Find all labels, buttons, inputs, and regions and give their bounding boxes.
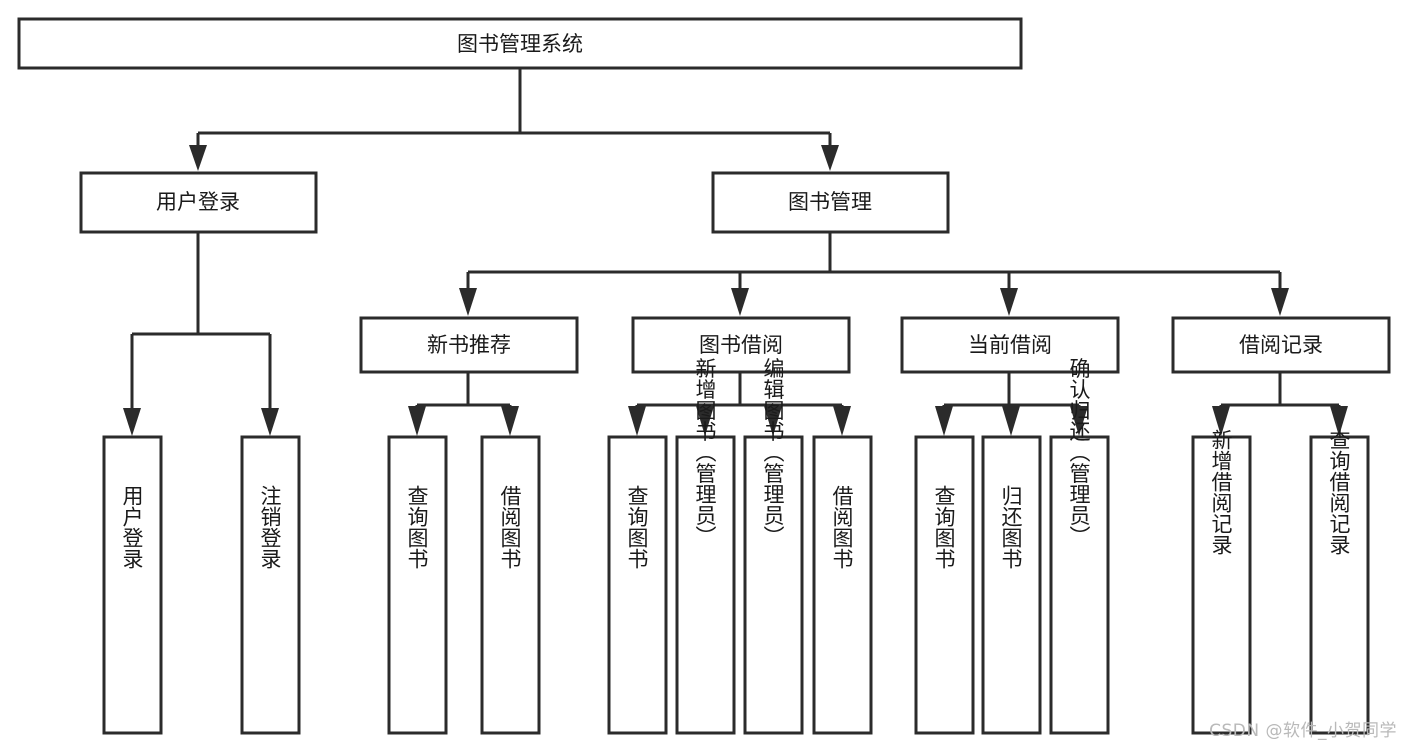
- node-leaf-query-book-2[interactable]: 查询图书: [607, 435, 668, 735]
- node-leaf-add-book[interactable]: 新增图书（管理员）: [675, 358, 736, 735]
- node-leaf-borrow-book-2[interactable]: 借阅图书: [812, 435, 873, 735]
- arrowhead-leaf-query-record: [1330, 406, 1348, 436]
- node-leaf-query-book-1[interactable]: 查询图书: [387, 435, 448, 735]
- arrowhead-leaf-confirm-return: [1070, 406, 1088, 436]
- arrowhead-book-manage: [821, 145, 839, 171]
- csdn-watermark: CSDN @软件_小贺同学: [1209, 721, 1397, 741]
- node-book-borrow-label: 图书借阅: [699, 333, 783, 357]
- node-leaf-borrow-book-2-label: 借阅图书: [830, 485, 854, 569]
- node-root[interactable]: 图书管理系统: [17, 17, 1023, 70]
- node-leaf-user-login-label: 用户登录: [120, 485, 144, 569]
- node-leaf-return-book-box[interactable]: [981, 435, 1042, 735]
- node-book-manage-box[interactable]: [711, 171, 950, 234]
- node-leaf-return-book-label: 归还图书: [999, 485, 1023, 569]
- node-leaf-query-record-label: 查询借阅记录: [1327, 429, 1351, 555]
- node-root-label: 图书管理系统: [457, 32, 583, 56]
- node-book-borrow-box[interactable]: [631, 316, 851, 374]
- node-leaf-query-record[interactable]: 查询借阅记录: [1309, 429, 1370, 735]
- node-leaf-query-book-1-label: 查询图书: [405, 485, 429, 569]
- connector-group-new-book-rec: [408, 373, 519, 436]
- node-book-borrow[interactable]: 图书借阅: [631, 316, 851, 374]
- node-borrow-record-label: 借阅记录: [1239, 333, 1323, 357]
- connector-group-root: [189, 68, 839, 171]
- node-leaf-user-login-box[interactable]: [102, 435, 163, 735]
- connector-group-borrow-record: [1212, 373, 1348, 436]
- node-new-book-rec-label: 新书推荐: [427, 333, 511, 357]
- node-leaf-add-book-box[interactable]: [675, 435, 736, 735]
- node-book-manage[interactable]: 图书管理: [711, 171, 950, 234]
- node-borrow-record-box[interactable]: [1171, 316, 1391, 374]
- node-leaf-borrow-book-1-label: 借阅图书: [498, 485, 522, 569]
- node-leaf-borrow-book-1[interactable]: 借阅图书: [480, 435, 541, 735]
- node-leaf-query-record-box[interactable]: [1309, 435, 1370, 735]
- node-leaf-query-book-3-box[interactable]: [914, 435, 975, 735]
- node-leaf-confirm-return[interactable]: 确认归还（管理员）: [1049, 358, 1110, 735]
- arrowhead-borrow-record: [1271, 288, 1289, 316]
- arrowhead-leaf-logout: [261, 408, 279, 436]
- node-leaf-edit-book-box[interactable]: [743, 435, 804, 735]
- arrowhead-leaf-edit-book: [764, 406, 782, 436]
- node-root-box[interactable]: [17, 17, 1023, 70]
- node-leaf-edit-book-label: 编辑图书（管理员）: [761, 358, 785, 547]
- node-leaf-add-record[interactable]: 新增借阅记录: [1191, 429, 1252, 735]
- node-new-book-rec-box[interactable]: [359, 316, 579, 374]
- node-leaf-logout-box[interactable]: [240, 435, 301, 735]
- node-current-borrow[interactable]: 当前借阅: [900, 316, 1120, 374]
- node-leaf-logout[interactable]: 注销登录: [240, 435, 301, 735]
- node-leaf-query-book-3-label: 查询图书: [932, 485, 956, 569]
- arrowhead-leaf-add-record: [1212, 406, 1230, 436]
- node-new-book-rec[interactable]: 新书推荐: [359, 316, 579, 374]
- node-leaf-add-record-label: 新增借阅记录: [1209, 429, 1233, 555]
- arrowhead-new-book-rec: [459, 288, 477, 316]
- node-leaf-query-book-2-label: 查询图书: [625, 485, 649, 569]
- node-borrow-record[interactable]: 借阅记录: [1171, 316, 1391, 374]
- arrowhead-leaf-user-login: [123, 408, 141, 436]
- arrowhead-leaf-add-book: [696, 406, 714, 436]
- connector-group-user-login: [123, 232, 279, 436]
- node-user-login-box[interactable]: [79, 171, 318, 234]
- arrowhead-leaf-borrow-book-1: [501, 406, 519, 436]
- connector-group-book-manage: [459, 232, 1289, 316]
- arrowhead-leaf-query-book-1: [408, 406, 426, 436]
- node-leaf-add-book-label: 新增图书（管理员）: [693, 358, 717, 547]
- arrowhead-leaf-query-book-2: [628, 406, 646, 436]
- node-leaf-borrow-book-1-box[interactable]: [480, 435, 541, 735]
- node-leaf-query-book-1-box[interactable]: [387, 435, 448, 735]
- node-leaf-return-book[interactable]: 归还图书: [981, 435, 1042, 735]
- node-book-manage-label: 图书管理: [788, 190, 872, 214]
- connector-group-book-borrow: [628, 373, 851, 436]
- arrowhead-user-login: [189, 145, 207, 171]
- arrowhead-current-borrow: [1000, 288, 1018, 316]
- node-leaf-borrow-book-2-box[interactable]: [812, 435, 873, 735]
- arrowhead-leaf-return-book: [1002, 406, 1020, 436]
- node-leaf-user-login[interactable]: 用户登录: [102, 435, 163, 735]
- node-leaf-edit-book[interactable]: 编辑图书（管理员）: [743, 358, 804, 735]
- node-current-borrow-box[interactable]: [900, 316, 1120, 374]
- connector-group-current-borrow: [935, 373, 1088, 436]
- node-user-login-label: 用户登录: [156, 190, 240, 214]
- node-leaf-confirm-return-box[interactable]: [1049, 435, 1110, 735]
- arrowhead-book-borrow: [731, 288, 749, 316]
- arrowhead-leaf-query-book-3: [935, 406, 953, 436]
- node-leaf-query-book-3[interactable]: 查询图书: [914, 435, 975, 735]
- node-leaf-add-record-box[interactable]: [1191, 435, 1252, 735]
- node-current-borrow-label: 当前借阅: [968, 333, 1052, 357]
- node-leaf-logout-label: 注销登录: [258, 485, 282, 569]
- node-leaf-query-book-2-box[interactable]: [607, 435, 668, 735]
- node-leaf-confirm-return-label: 确认归还（管理员）: [1067, 358, 1091, 547]
- node-user-login[interactable]: 用户登录: [79, 171, 318, 234]
- arrowhead-leaf-borrow-book-2: [833, 406, 851, 436]
